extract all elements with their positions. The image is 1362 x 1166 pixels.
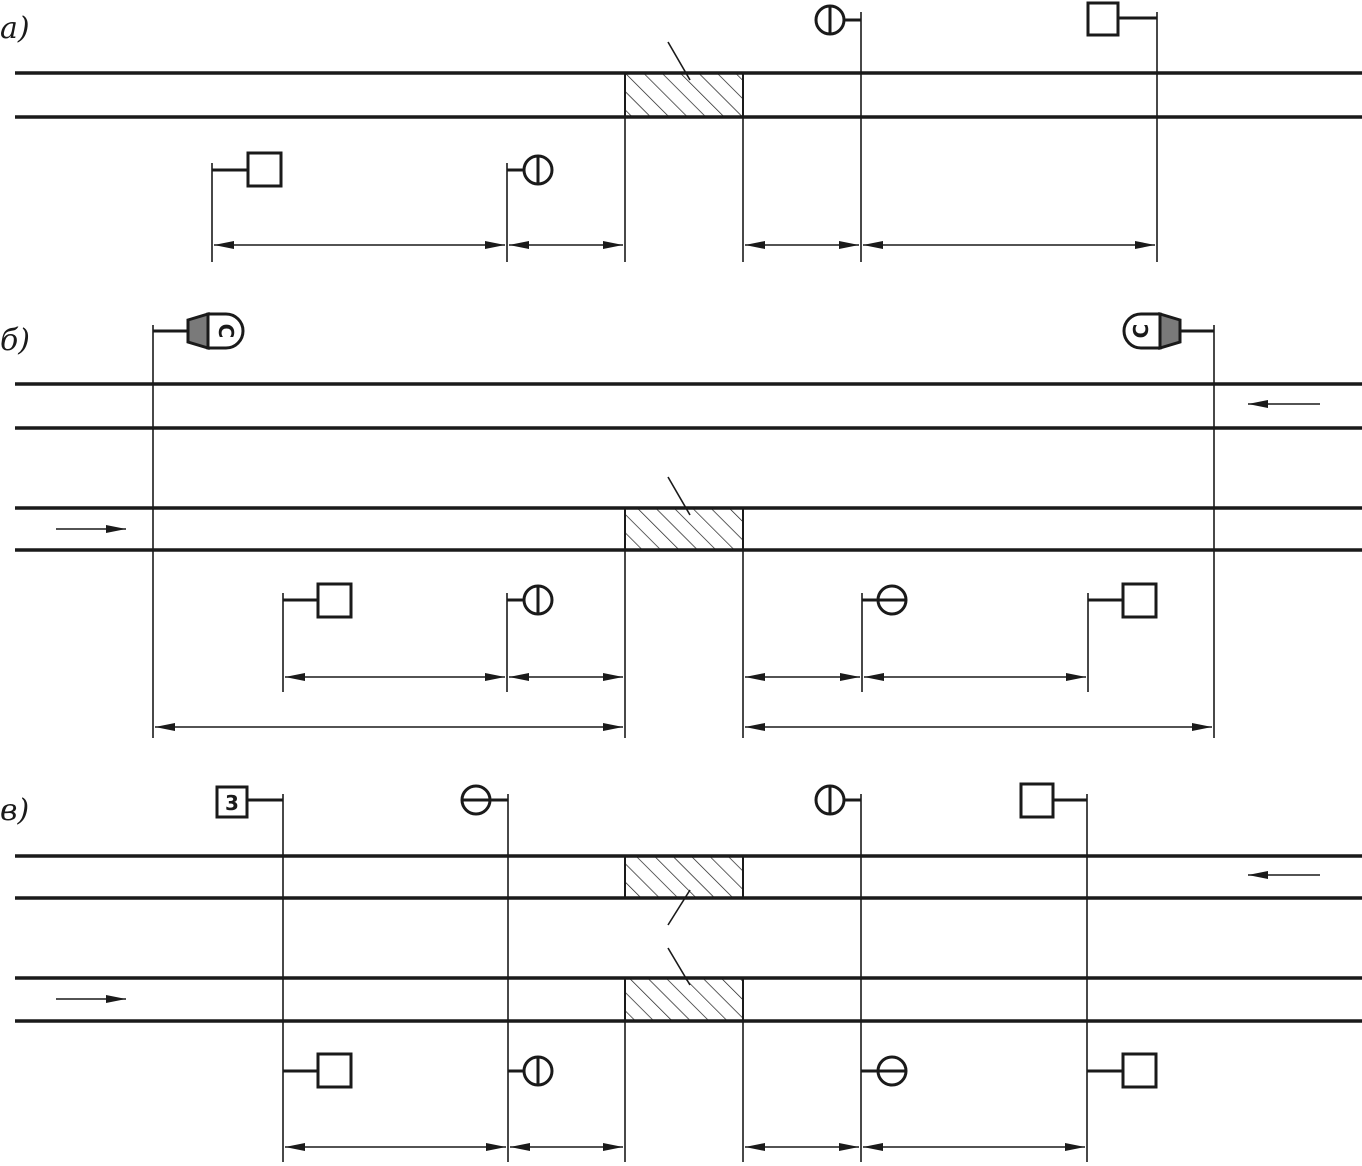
- square-sign-icon: [283, 582, 353, 619]
- circle-horizontal-bar-sign-icon: [460, 784, 508, 816]
- signal-head-icon: С: [1122, 311, 1214, 351]
- numbered-sign-digit: 3: [225, 791, 239, 815]
- circle-vertical-bar-sign-icon: [508, 1055, 554, 1087]
- circle-vertical-bar-sign-icon: [507, 154, 554, 186]
- hatched-work-zone: [624, 855, 744, 926]
- circle-vertical-bar-sign-icon: [814, 4, 861, 36]
- circle-vertical-bar-sign-icon: [507, 584, 554, 616]
- hatched-work-zone: [624, 947, 744, 1022]
- signal-head-letter: С: [1129, 324, 1153, 339]
- panel-b-label: б): [0, 323, 30, 358]
- panel-v: в) 3: [0, 782, 1362, 1162]
- square-sign-icon: [1088, 582, 1158, 619]
- square-sign-icon: [212, 151, 283, 188]
- signal-head-icon: С: [153, 311, 245, 351]
- square-sign-icon: [283, 1052, 353, 1089]
- numbered-sign-icon: 3: [215, 785, 283, 819]
- panel-v-label: в): [0, 793, 29, 828]
- hatched-work-zone: [624, 476, 744, 551]
- panel-b: б) С С: [0, 311, 1362, 738]
- square-sign-icon: [1086, 1, 1157, 37]
- circle-horizontal-bar-sign-icon: [861, 1055, 908, 1087]
- circle-horizontal-bar-sign-icon: [862, 584, 908, 616]
- panel-a-label: а): [0, 11, 30, 46]
- panel-a: а): [0, 1, 1362, 262]
- signal-head-letter: С: [214, 324, 238, 339]
- circle-vertical-bar-sign-icon: [814, 784, 861, 816]
- square-sign-icon: [1019, 782, 1087, 819]
- square-sign-icon: [1087, 1052, 1158, 1089]
- hatched-work-zone: [624, 41, 744, 118]
